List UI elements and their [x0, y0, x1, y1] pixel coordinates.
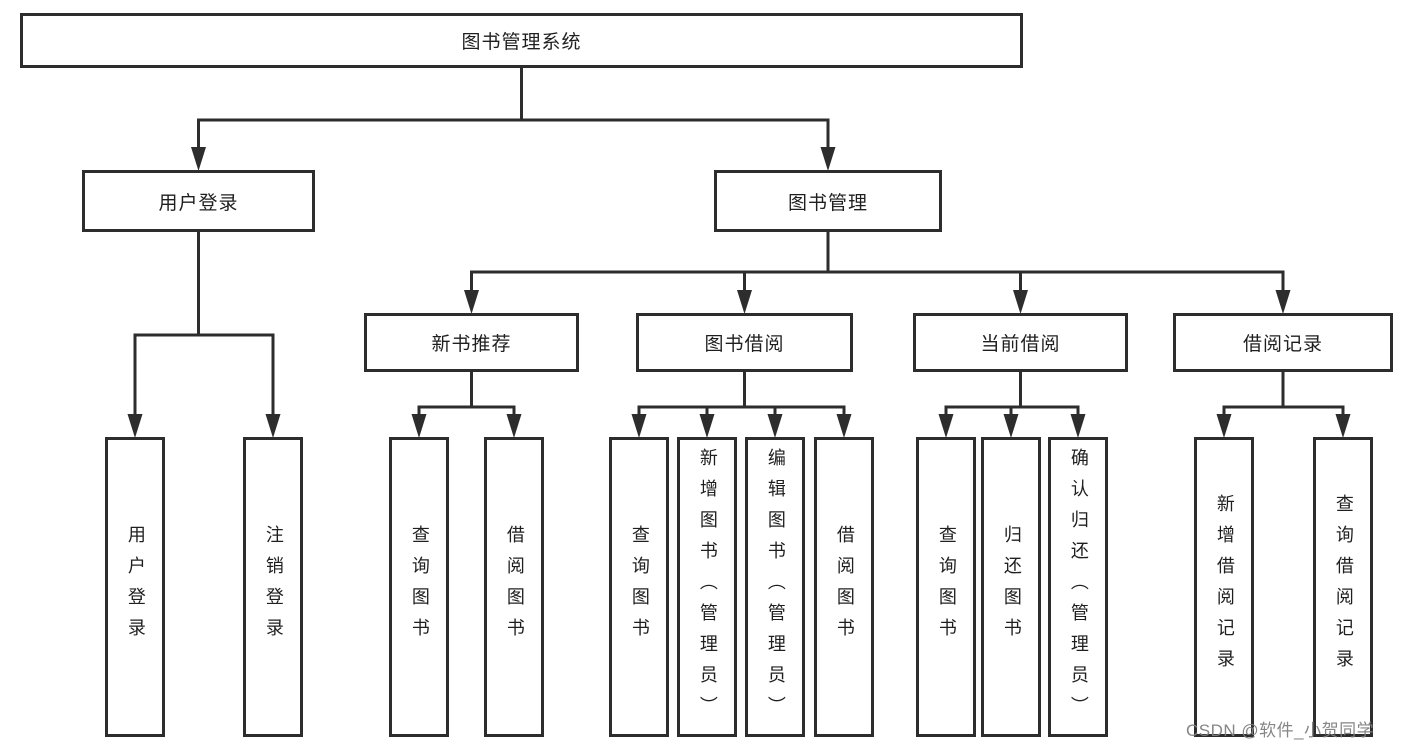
node-library-management-system: 图书管理系统: [20, 13, 1023, 68]
node-book-management: 图书管理: [714, 170, 942, 232]
leaf-label: 查询借阅记录: [1333, 494, 1354, 680]
node-leaf-edit-books-admin: 编辑图书（管理员）: [745, 437, 805, 737]
leaf-label: 用户登录: [125, 525, 146, 649]
leaf-label: 确认归还（管理员）: [1068, 447, 1089, 727]
node-leaf-add-books-admin: 新增图书（管理员）: [677, 437, 737, 737]
leaf-label: 注销登录: [263, 525, 284, 649]
node-leaf-query-books: 查询图书: [916, 437, 976, 737]
node-user-login: 用户登录: [82, 170, 315, 232]
leaf-label: 编辑图书（管理员）: [765, 447, 786, 727]
node-current-borrowing: 当前借阅: [913, 313, 1128, 372]
leaf-label: 查询图书: [409, 525, 430, 649]
leaf-label: 归还图书: [1001, 525, 1022, 649]
node-borrowing-records: 借阅记录: [1173, 313, 1393, 372]
node-leaf-borrow-books: 借阅图书: [484, 437, 544, 737]
node-leaf-query-books: 查询图书: [609, 437, 669, 737]
node-leaf-user-login: 用户登录: [105, 437, 165, 737]
node-leaf-return-books: 归还图书: [981, 437, 1041, 737]
node-book-borrowing: 图书借阅: [636, 313, 853, 372]
leaf-label: 借阅图书: [834, 525, 855, 649]
node-leaf-logout: 注销登录: [243, 437, 303, 737]
node-new-book-recommendation: 新书推荐: [364, 313, 579, 372]
csdn-watermark: CSDN @软件_小贺同学: [1186, 721, 1375, 740]
node-leaf-query-borrow-record: 查询借阅记录: [1313, 437, 1373, 737]
leaf-label: 查询图书: [629, 525, 650, 649]
leaf-label: 新增借阅记录: [1214, 494, 1235, 680]
leaf-label: 查询图书: [936, 525, 957, 649]
leaf-label: 借阅图书: [504, 525, 525, 649]
node-leaf-query-books: 查询图书: [389, 437, 449, 737]
leaf-label: 新增图书（管理员）: [697, 447, 718, 727]
node-leaf-borrow-books: 借阅图书: [814, 437, 874, 737]
node-leaf-confirm-return-admin: 确认归还（管理员）: [1048, 437, 1108, 737]
node-leaf-add-borrow-record: 新增借阅记录: [1194, 437, 1254, 737]
